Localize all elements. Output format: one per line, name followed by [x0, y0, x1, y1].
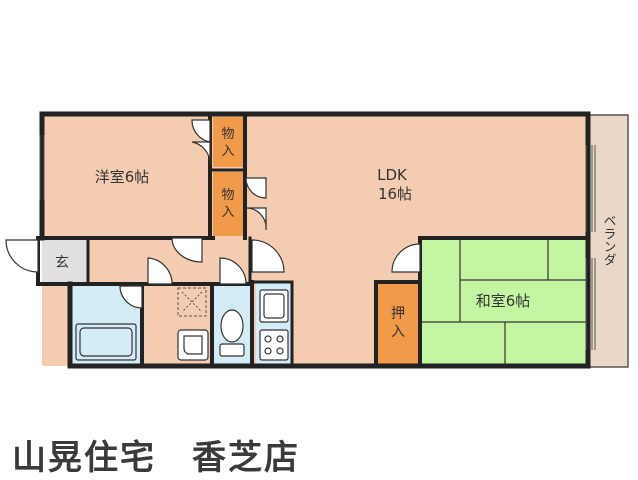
- toilet-icon: [219, 309, 245, 357]
- closet-1-char1: 物: [221, 127, 234, 142]
- ldk-size-label: 16帖: [378, 185, 412, 203]
- western-room-label: 洋室6帖: [95, 168, 150, 186]
- oshiire-label: 押 入: [391, 306, 405, 340]
- stove-icon: [259, 329, 289, 361]
- company-main-name: 山晃住宅: [12, 438, 156, 478]
- bathtub-icon: [75, 323, 137, 361]
- japanese-room-label: 和室6帖: [476, 292, 531, 310]
- ldk-label: LDK: [377, 166, 408, 184]
- genkan-label: 玄: [55, 254, 69, 271]
- veranda: [587, 114, 629, 368]
- closet-2-char1: 物: [221, 188, 234, 203]
- oshiire: [378, 283, 418, 364]
- closet-1-label: 物 入: [221, 127, 234, 159]
- door-swings: [5, 119, 421, 309]
- oshiire-char1: 押: [391, 306, 405, 322]
- tatami-lines: [420, 240, 586, 364]
- oshiire-char2: 入: [391, 324, 405, 340]
- washer-pan-icon: [177, 287, 207, 317]
- japanese-room: [420, 238, 586, 364]
- veranda-label: ベランダ: [601, 214, 617, 266]
- closet-2-char2: 入: [221, 205, 234, 220]
- company-store-name: 香芝店: [192, 438, 300, 478]
- genkan: [42, 240, 88, 284]
- closet-1-char2: 入: [221, 144, 234, 159]
- closet-2: [213, 172, 243, 236]
- closet-2-label: 物 入: [221, 188, 234, 220]
- sink-counter-icon: [259, 289, 289, 323]
- windows: [39, 135, 587, 350]
- closet-1: [213, 117, 243, 167]
- company-name: 山晃住宅香芝店: [12, 430, 300, 479]
- washbasin-icon: [177, 329, 209, 361]
